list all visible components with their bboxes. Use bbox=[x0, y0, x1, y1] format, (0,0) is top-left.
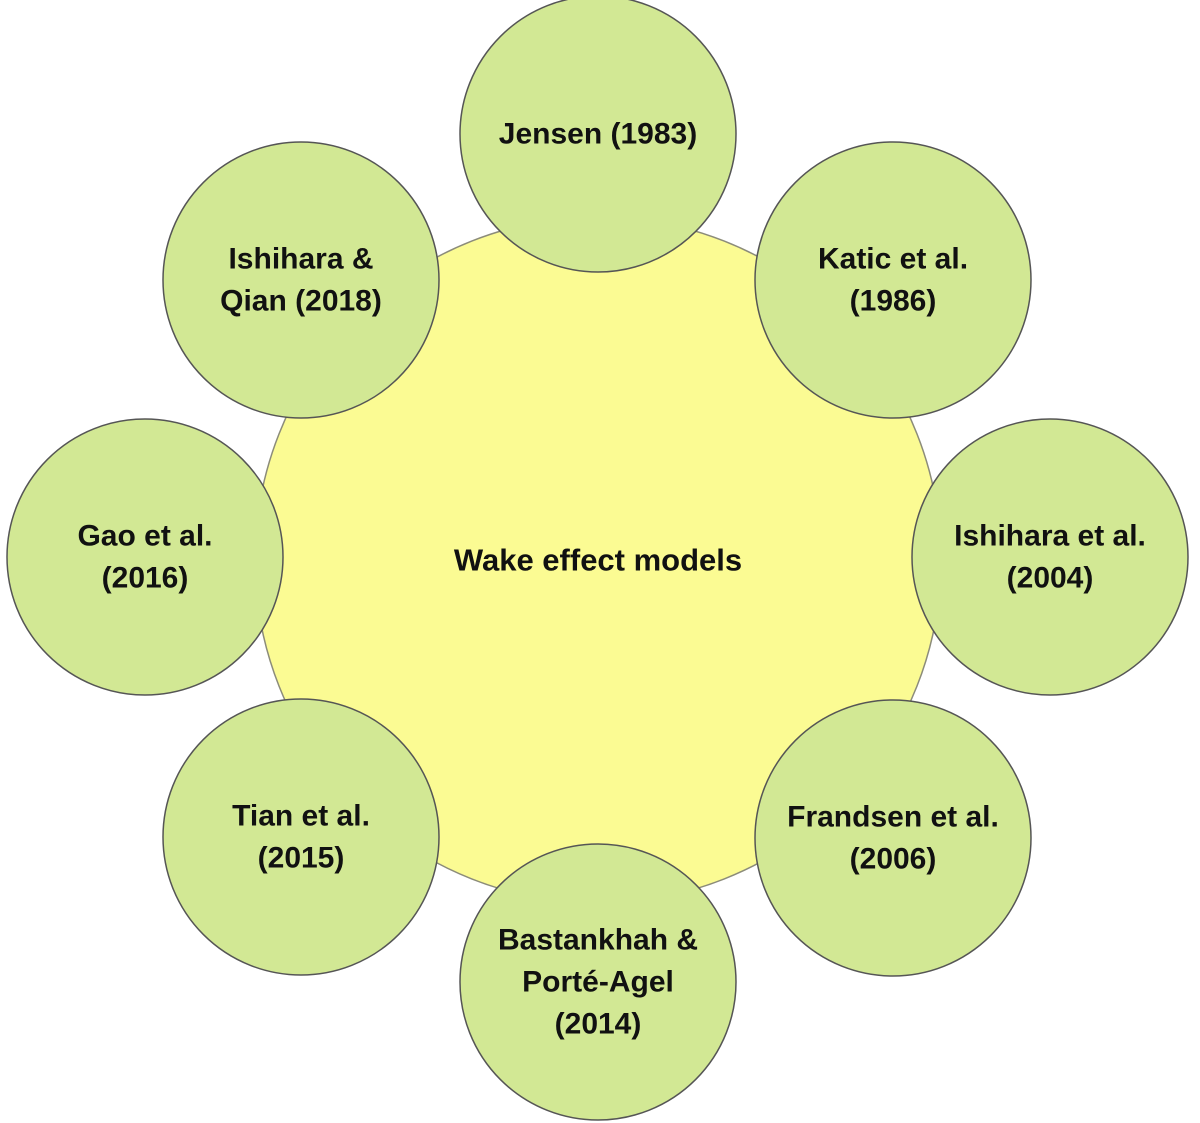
model-circle-jensen bbox=[459, 0, 737, 273]
model-circle-frandsen bbox=[754, 699, 1032, 977]
model-label-ishihara18-line-2: Qian (2018) bbox=[220, 285, 382, 318]
model-label-bastankhah-line-1: Bastankhah & bbox=[498, 924, 698, 957]
model-circle-bastankhah bbox=[459, 843, 737, 1121]
model-label-frandsen-line-1: Frandsen et al. bbox=[787, 801, 999, 834]
model-node-bastankhah: Bastankhah & Porté-Agel (2014) bbox=[459, 843, 737, 1121]
model-label-gao-line-2: (2016) bbox=[102, 562, 189, 595]
model-node-ishihara04: Ishihara et al. (2004) bbox=[911, 418, 1189, 696]
model-node-gao: Gao et al. (2016) bbox=[6, 418, 284, 696]
model-circle-ishihara18 bbox=[162, 141, 440, 419]
model-label-tian-line-2: (2015) bbox=[258, 842, 345, 875]
model-label-katic-line-1: Katic et al. bbox=[818, 243, 968, 276]
model-circle-ishihara04 bbox=[911, 418, 1189, 696]
model-circle-katic bbox=[754, 141, 1032, 419]
model-label-tian-line-1: Tian et al. bbox=[232, 800, 370, 833]
model-circle-gao bbox=[6, 418, 284, 696]
model-label-bastankhah-line-2: Porté-Agel bbox=[522, 966, 674, 999]
model-node-katic: Katic et al. (1986) bbox=[754, 141, 1032, 419]
model-label-bastankhah-line-3: (2014) bbox=[555, 1008, 642, 1041]
model-label-jensen-line-1: Jensen (1983) bbox=[499, 118, 697, 151]
model-label-frandsen-line-2: (2006) bbox=[850, 843, 937, 876]
model-node-jensen: Jensen (1983) bbox=[459, 0, 737, 273]
model-circle-tian bbox=[162, 698, 440, 976]
center-label: Wake effect models bbox=[454, 543, 742, 578]
model-label-katic-line-2: (1986) bbox=[850, 285, 937, 318]
model-label-ishihara04-line-2: (2004) bbox=[1007, 562, 1094, 595]
model-node-tian: Tian et al. (2015) bbox=[162, 698, 440, 976]
model-label-ishihara18-line-1: Ishihara & bbox=[228, 243, 373, 276]
model-nodes: Jensen (1983) Katic et al. (1986) Ishihara … bbox=[6, 0, 1189, 1121]
model-label-ishihara04-line-1: Ishihara et al. bbox=[954, 520, 1146, 553]
model-node-ishihara18: Ishihara & Qian (2018) bbox=[162, 141, 440, 419]
model-label-gao-line-1: Gao et al. bbox=[77, 520, 212, 553]
model-node-frandsen: Frandsen et al. (2006) bbox=[754, 699, 1032, 977]
